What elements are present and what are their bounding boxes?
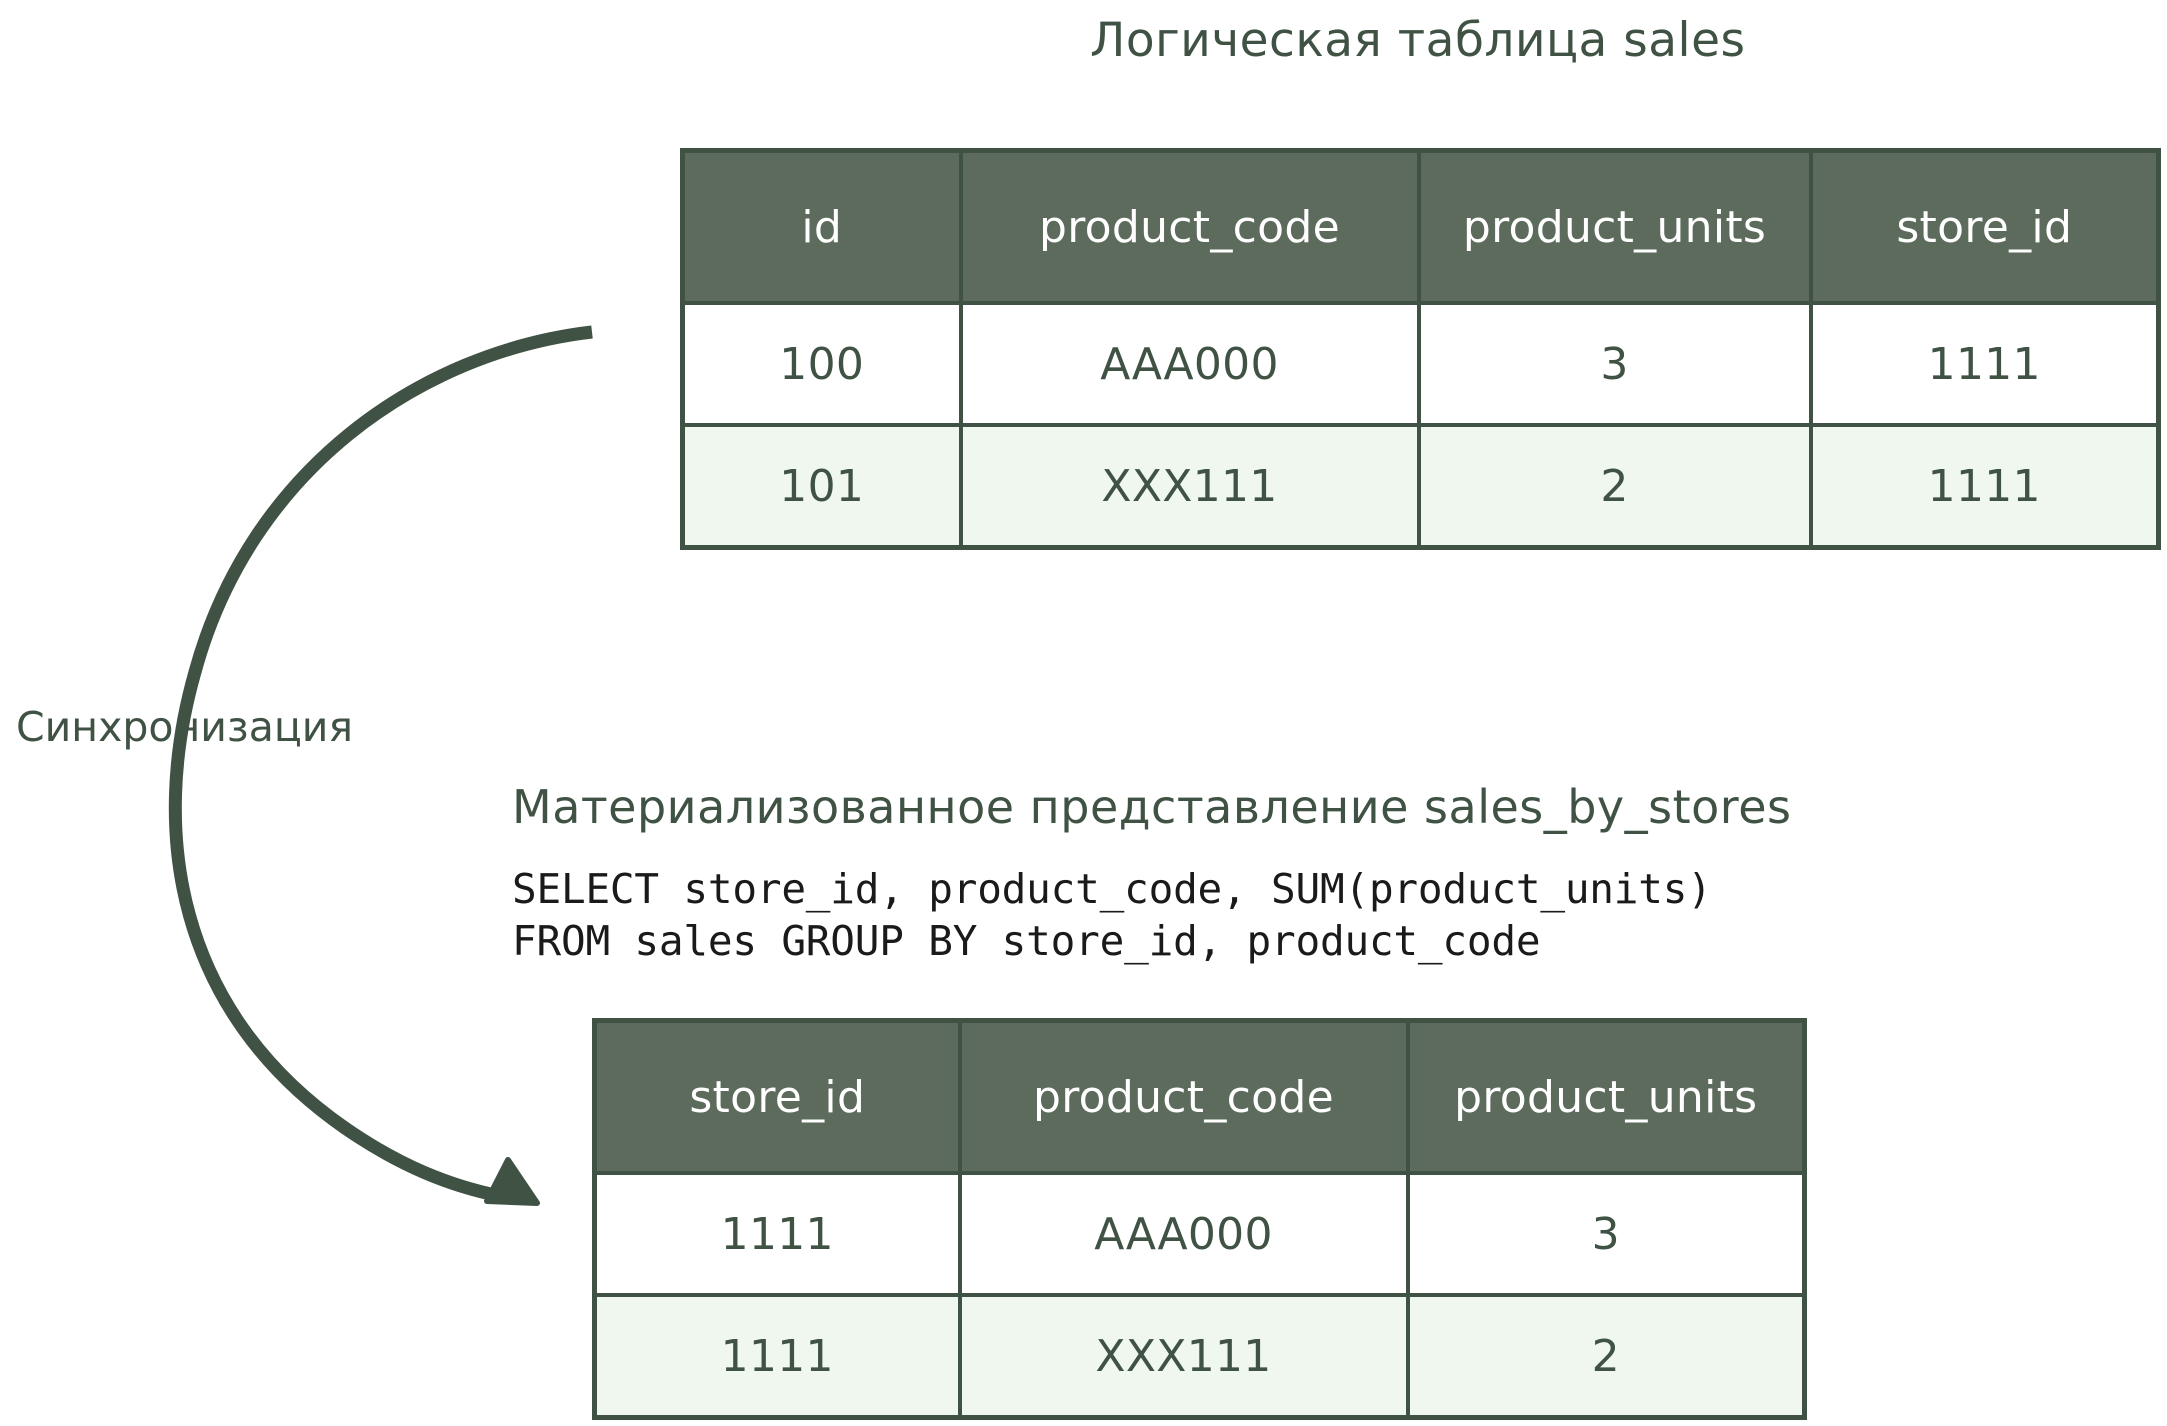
cell-product-code: XXX111 [957,1293,1410,1420]
column-header-product-code: product_code [958,148,1421,305]
column-header-store-id: store_id [592,1018,962,1175]
cell-product-code: XXX111 [958,423,1421,550]
table-row: 1111 AAA000 3 [592,1171,1807,1297]
cell-id: 100 [680,301,963,427]
cell-product-code: AAA000 [958,301,1421,427]
cell-product-code: AAA000 [957,1171,1410,1297]
sync-label: Синхронизация [16,703,354,751]
cell-store-id: 1111 [1808,423,2161,550]
materialized-view-title: Материализованное представление sales_by… [512,780,1792,834]
cell-product-units: 2 [1405,1293,1807,1420]
table-row: 100 AAA000 3 1111 [680,301,2161,427]
materialized-view-table: store_id product_code product_units 1111… [592,1018,1807,1420]
table-header-row: store_id product_code product_units [592,1018,1807,1175]
table-row: 1111 XXX111 2 [592,1293,1807,1420]
column-header-store-id: store_id [1808,148,2161,305]
cell-product-units: 3 [1405,1171,1807,1297]
table-header-row: id product_code product_units store_id [680,148,2161,305]
column-header-product-units: product_units [1416,148,1813,305]
cell-id: 101 [680,423,963,550]
column-header-product-units: product_units [1405,1018,1807,1175]
cell-store-id: 1111 [592,1171,962,1297]
logical-table: id product_code product_units store_id 1… [680,148,2161,550]
column-header-product-code: product_code [957,1018,1410,1175]
cell-store-id: 1111 [1808,301,2161,427]
cell-product-units: 3 [1416,301,1813,427]
column-header-id: id [680,148,963,305]
cell-product-units: 2 [1416,423,1813,550]
cell-store-id: 1111 [592,1293,962,1420]
logical-table-title: Логическая таблица sales [1090,13,1746,68]
sql-query-text: SELECT store_id, product_code, SUM(produ… [512,865,1712,966]
table-row: 101 XXX111 2 1111 [680,423,2161,550]
